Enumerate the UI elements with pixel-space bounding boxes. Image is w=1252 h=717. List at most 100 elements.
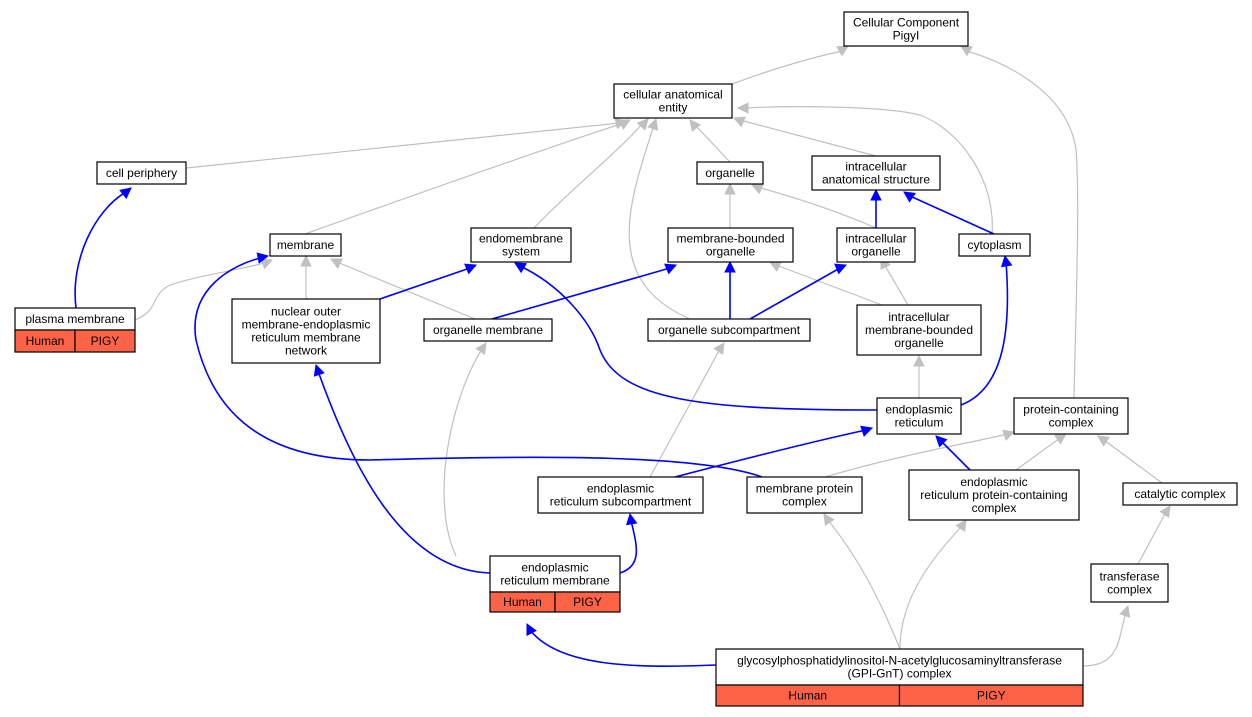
part-of-edge-40 [529, 629, 717, 667]
node-label: membrane [277, 238, 335, 252]
part-of-edge-37 [194, 256, 763, 478]
is-a-arrowhead-24 [955, 519, 967, 532]
is-a-edge-0 [731, 50, 843, 85]
annotation-label: PIGY [977, 689, 1006, 703]
node-cell-periphery[interactable]: cell periphery [96, 161, 187, 185]
node-box [856, 304, 982, 356]
node-label: complex [972, 501, 1017, 515]
node-box [613, 83, 733, 119]
node-label: catalytic complex [1134, 487, 1225, 501]
part-of-arrowhead-33 [514, 262, 527, 274]
is-a-arrowhead-4 [636, 118, 649, 131]
part-of-edge-30 [491, 267, 671, 320]
node-label: reticulum membrane [251, 331, 361, 345]
is-a-edge-2 [185, 122, 621, 169]
is-a-arrowhead-25 [1119, 604, 1131, 618]
node-label: intracellular [845, 232, 906, 246]
annotation-cell[interactable] [74, 329, 136, 353]
is-a-arrowhead-1 [960, 45, 973, 57]
node-box [269, 233, 342, 257]
part-of-arrowhead-34 [1000, 254, 1013, 268]
is-a-arrowhead-21 [1097, 435, 1110, 447]
is-a-arrowhead-7 [736, 102, 749, 114]
part-of-arrowhead-32 [834, 263, 848, 275]
part-of-arrowhead-28 [903, 191, 916, 203]
node-label: membrane-endoplasmic [242, 318, 371, 332]
node-box [1013, 397, 1129, 435]
node-label: organelle [705, 166, 755, 180]
node-box [423, 318, 553, 342]
part-of-arrowhead-36 [935, 435, 948, 448]
node-box [958, 233, 1031, 257]
node-label: system [502, 245, 540, 259]
annotation-cell[interactable] [554, 591, 621, 613]
node-box [647, 318, 811, 342]
node-label: reticulum subcompartment [550, 495, 692, 509]
is-a-arrowhead-23 [823, 513, 835, 526]
node-label: reticulum [895, 416, 944, 430]
node-label: transferase [1099, 570, 1159, 584]
is-a-edge-18 [649, 348, 721, 478]
node-label: intracellular [888, 310, 949, 324]
node-label: Cellular Component [853, 16, 960, 30]
part-of-edge-33 [519, 265, 878, 411]
node-label: complex [1107, 583, 1152, 597]
node-membrane[interactable]: membrane [269, 233, 342, 257]
node-label: intracellular [845, 160, 906, 174]
is-a-edge-17 [443, 348, 483, 557]
part-of-arrowhead-29 [464, 263, 478, 275]
node-organelle[interactable]: organelle [696, 161, 764, 185]
node-box [696, 161, 764, 185]
is-a-edge-23 [827, 519, 901, 650]
node-box [811, 155, 941, 191]
node-org-membrane[interactable]: organelle membrane [423, 318, 553, 342]
node-gpi[interactable]: glycosylphosphatidylinositol-N-acetylglu… [715, 648, 1084, 707]
node-box [715, 648, 1084, 686]
is-a-arrowhead-14 [330, 258, 343, 269]
node-label: organelle [706, 245, 756, 259]
is-a-edge-10 [756, 186, 877, 229]
node-org-subcomp[interactable]: organelle subcompartment [647, 318, 811, 342]
annotation-cell[interactable] [898, 684, 1084, 707]
is-a-arrowhead-8 [647, 117, 659, 131]
is-a-edge-12 [883, 263, 909, 306]
node-catalytic[interactable]: catalytic complex [1122, 482, 1238, 506]
node-label: reticulum membrane [500, 574, 610, 588]
node-label: cytoplasm [967, 238, 1021, 252]
part-of-arrowhead-27 [870, 188, 882, 201]
annotation-label: PIGY [573, 595, 602, 609]
annotation-label: Human [26, 334, 65, 348]
node-nomer[interactable]: nuclear outermembrane-endoplasmicreticul… [231, 298, 381, 364]
node-label: endoplasmic [587, 482, 654, 496]
is-a-arrowhead-10 [750, 183, 764, 195]
is-a-arrowhead-22 [1159, 505, 1171, 518]
part-of-edge-36 [939, 439, 971, 471]
node-label: cell periphery [106, 166, 177, 180]
is-a-edge-19 [824, 433, 1009, 478]
node-box [96, 161, 187, 185]
part-of-edge-28 [909, 195, 995, 235]
part-of-edge-38 [317, 370, 491, 574]
part-of-arrowhead-40 [526, 623, 537, 636]
node-cytoplasm[interactable]: cytoplasm [958, 233, 1031, 257]
is-a-edge-7 [743, 106, 993, 235]
annotation-label: Human [503, 595, 542, 609]
node-label: endoplasmic [885, 403, 952, 417]
is-a-arrowhead-9 [724, 182, 736, 195]
